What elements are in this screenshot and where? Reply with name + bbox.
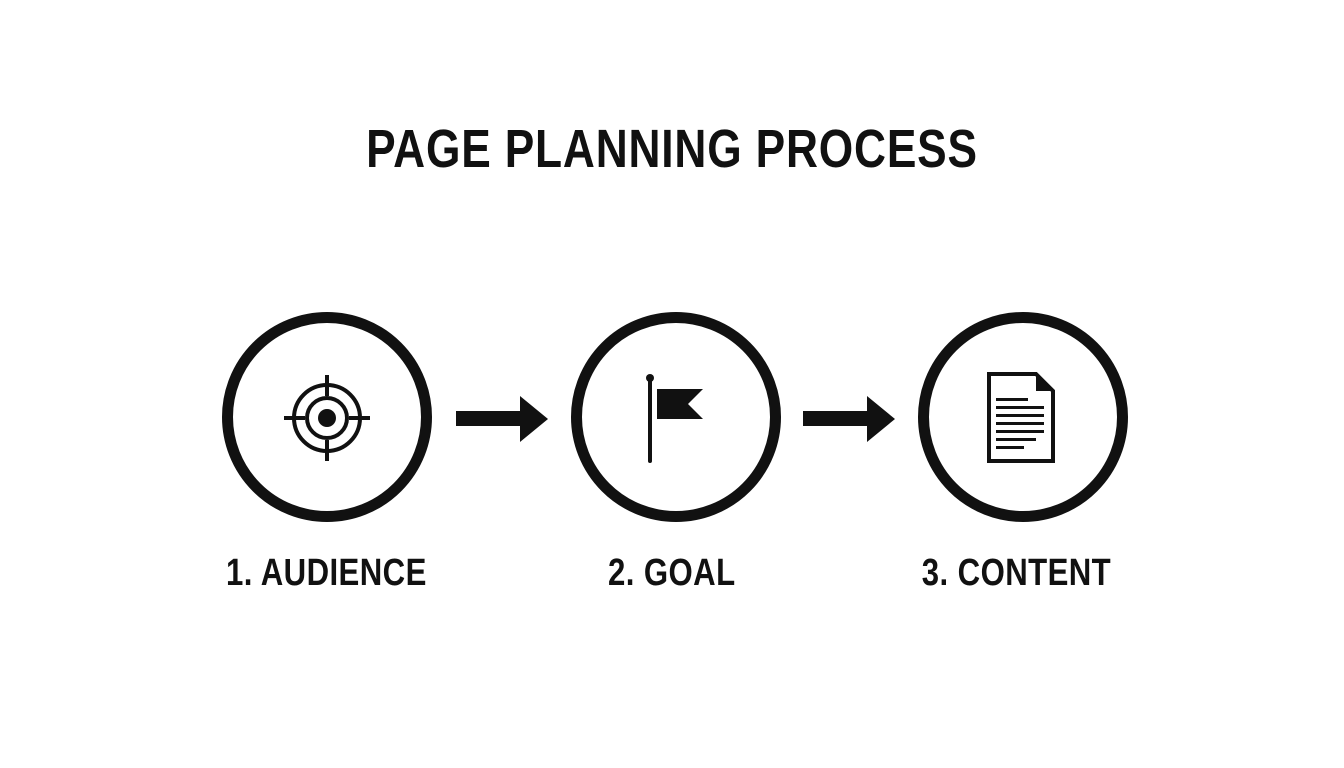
step-goal-circle [571, 312, 781, 522]
step-goal-text: 2. GOAL [608, 552, 736, 594]
document-icon [987, 372, 1055, 463]
step-audience-circle [222, 312, 432, 522]
step-content-label: 3. CONTENT [866, 552, 1166, 595]
target-icon [284, 375, 370, 461]
flag-icon [646, 374, 703, 463]
page-title: PAGE PLANNING PROCESS [366, 119, 978, 179]
arrow-right-icon [456, 396, 548, 442]
step-audience-text: 1. AUDIENCE [225, 552, 427, 594]
arrow-right-icon [803, 396, 895, 442]
step-content-circle [918, 312, 1128, 522]
step-goal-label: 2. GOAL [522, 552, 822, 595]
step-content-text: 3. CONTENT [921, 552, 1111, 594]
step-audience-label: 1. AUDIENCE [176, 552, 476, 595]
